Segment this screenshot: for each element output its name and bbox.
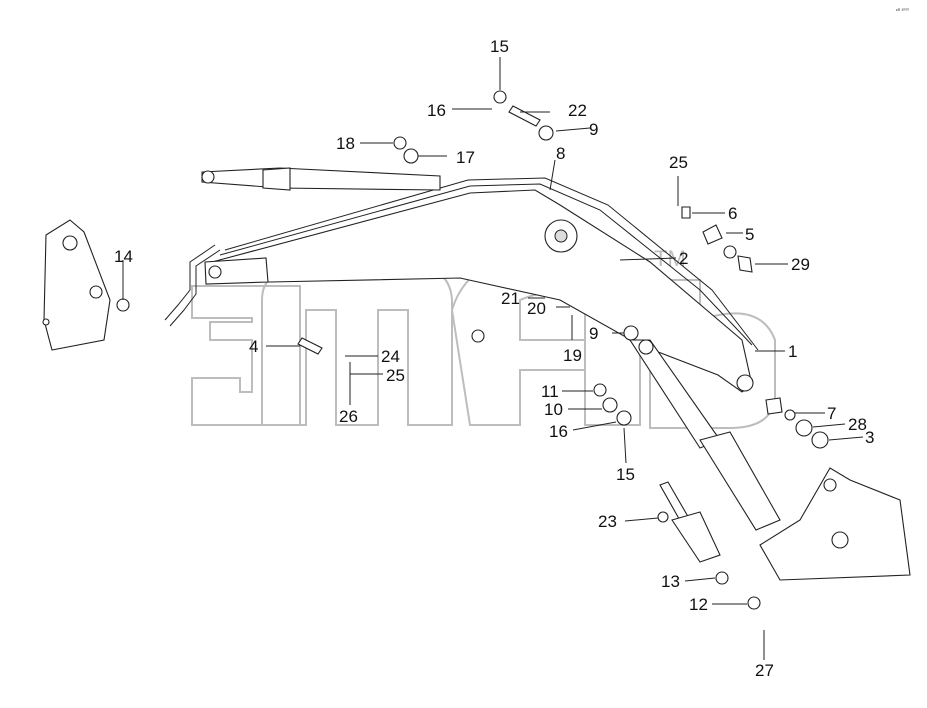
callout-18: 18 bbox=[336, 134, 355, 153]
callout-17: 17 bbox=[456, 148, 475, 167]
callout-20: 20 bbox=[527, 299, 546, 318]
callout-5: 5 bbox=[745, 225, 754, 244]
bucket-linkage bbox=[759, 467, 911, 581]
callout-15-bottom: 15 bbox=[616, 465, 635, 484]
callout-9-top: 9 bbox=[589, 120, 598, 139]
callout-28: 28 bbox=[848, 415, 867, 434]
callout-25-mid: 25 bbox=[386, 366, 405, 385]
boom bbox=[204, 177, 759, 393]
callout-14: 14 bbox=[114, 247, 133, 266]
hose-lines bbox=[164, 244, 221, 327]
callout-12: 12 bbox=[689, 595, 708, 614]
boom-cylinder bbox=[201, 167, 441, 191]
callout-13: 13 bbox=[661, 572, 680, 591]
callout-24: 24 bbox=[381, 347, 400, 366]
callout-16-bottom: 16 bbox=[549, 422, 568, 441]
small-parts bbox=[116, 90, 829, 610]
callout-16-top: 16 bbox=[427, 101, 446, 120]
callout-15-top: 15 bbox=[490, 37, 509, 56]
callout-19: 19 bbox=[563, 346, 582, 365]
frame-bracket bbox=[42, 219, 111, 351]
leader-lines bbox=[122, 57, 864, 660]
callout-4: 4 bbox=[249, 337, 258, 356]
bucket-cylinder bbox=[657, 481, 721, 563]
callout-27: 27 bbox=[755, 661, 774, 680]
callout-23: 23 bbox=[598, 512, 617, 531]
callout-22: 22 bbox=[568, 101, 587, 120]
callout-11: 11 bbox=[541, 382, 559, 401]
callout-8: 8 bbox=[556, 144, 565, 163]
callout-3: 3 bbox=[865, 428, 874, 447]
callout-labels: 15 16 22 9 18 17 8 25 6 5 2 29 14 21 20 … bbox=[114, 37, 874, 680]
corner-mark: ᵉᴿ ³⁰⁰⁰ bbox=[896, 8, 909, 14]
callout-10: 10 bbox=[544, 400, 563, 419]
callout-1: 1 bbox=[788, 342, 797, 361]
callout-29: 29 bbox=[791, 255, 810, 274]
callout-26: 26 bbox=[339, 407, 358, 426]
callout-7: 7 bbox=[827, 404, 836, 423]
callout-9-mid: 9 bbox=[589, 324, 598, 343]
callout-6: 6 bbox=[728, 204, 737, 223]
callout-21: 21 bbox=[501, 289, 520, 308]
callout-2: 2 bbox=[679, 249, 688, 268]
callout-25-top: 25 bbox=[669, 153, 688, 172]
